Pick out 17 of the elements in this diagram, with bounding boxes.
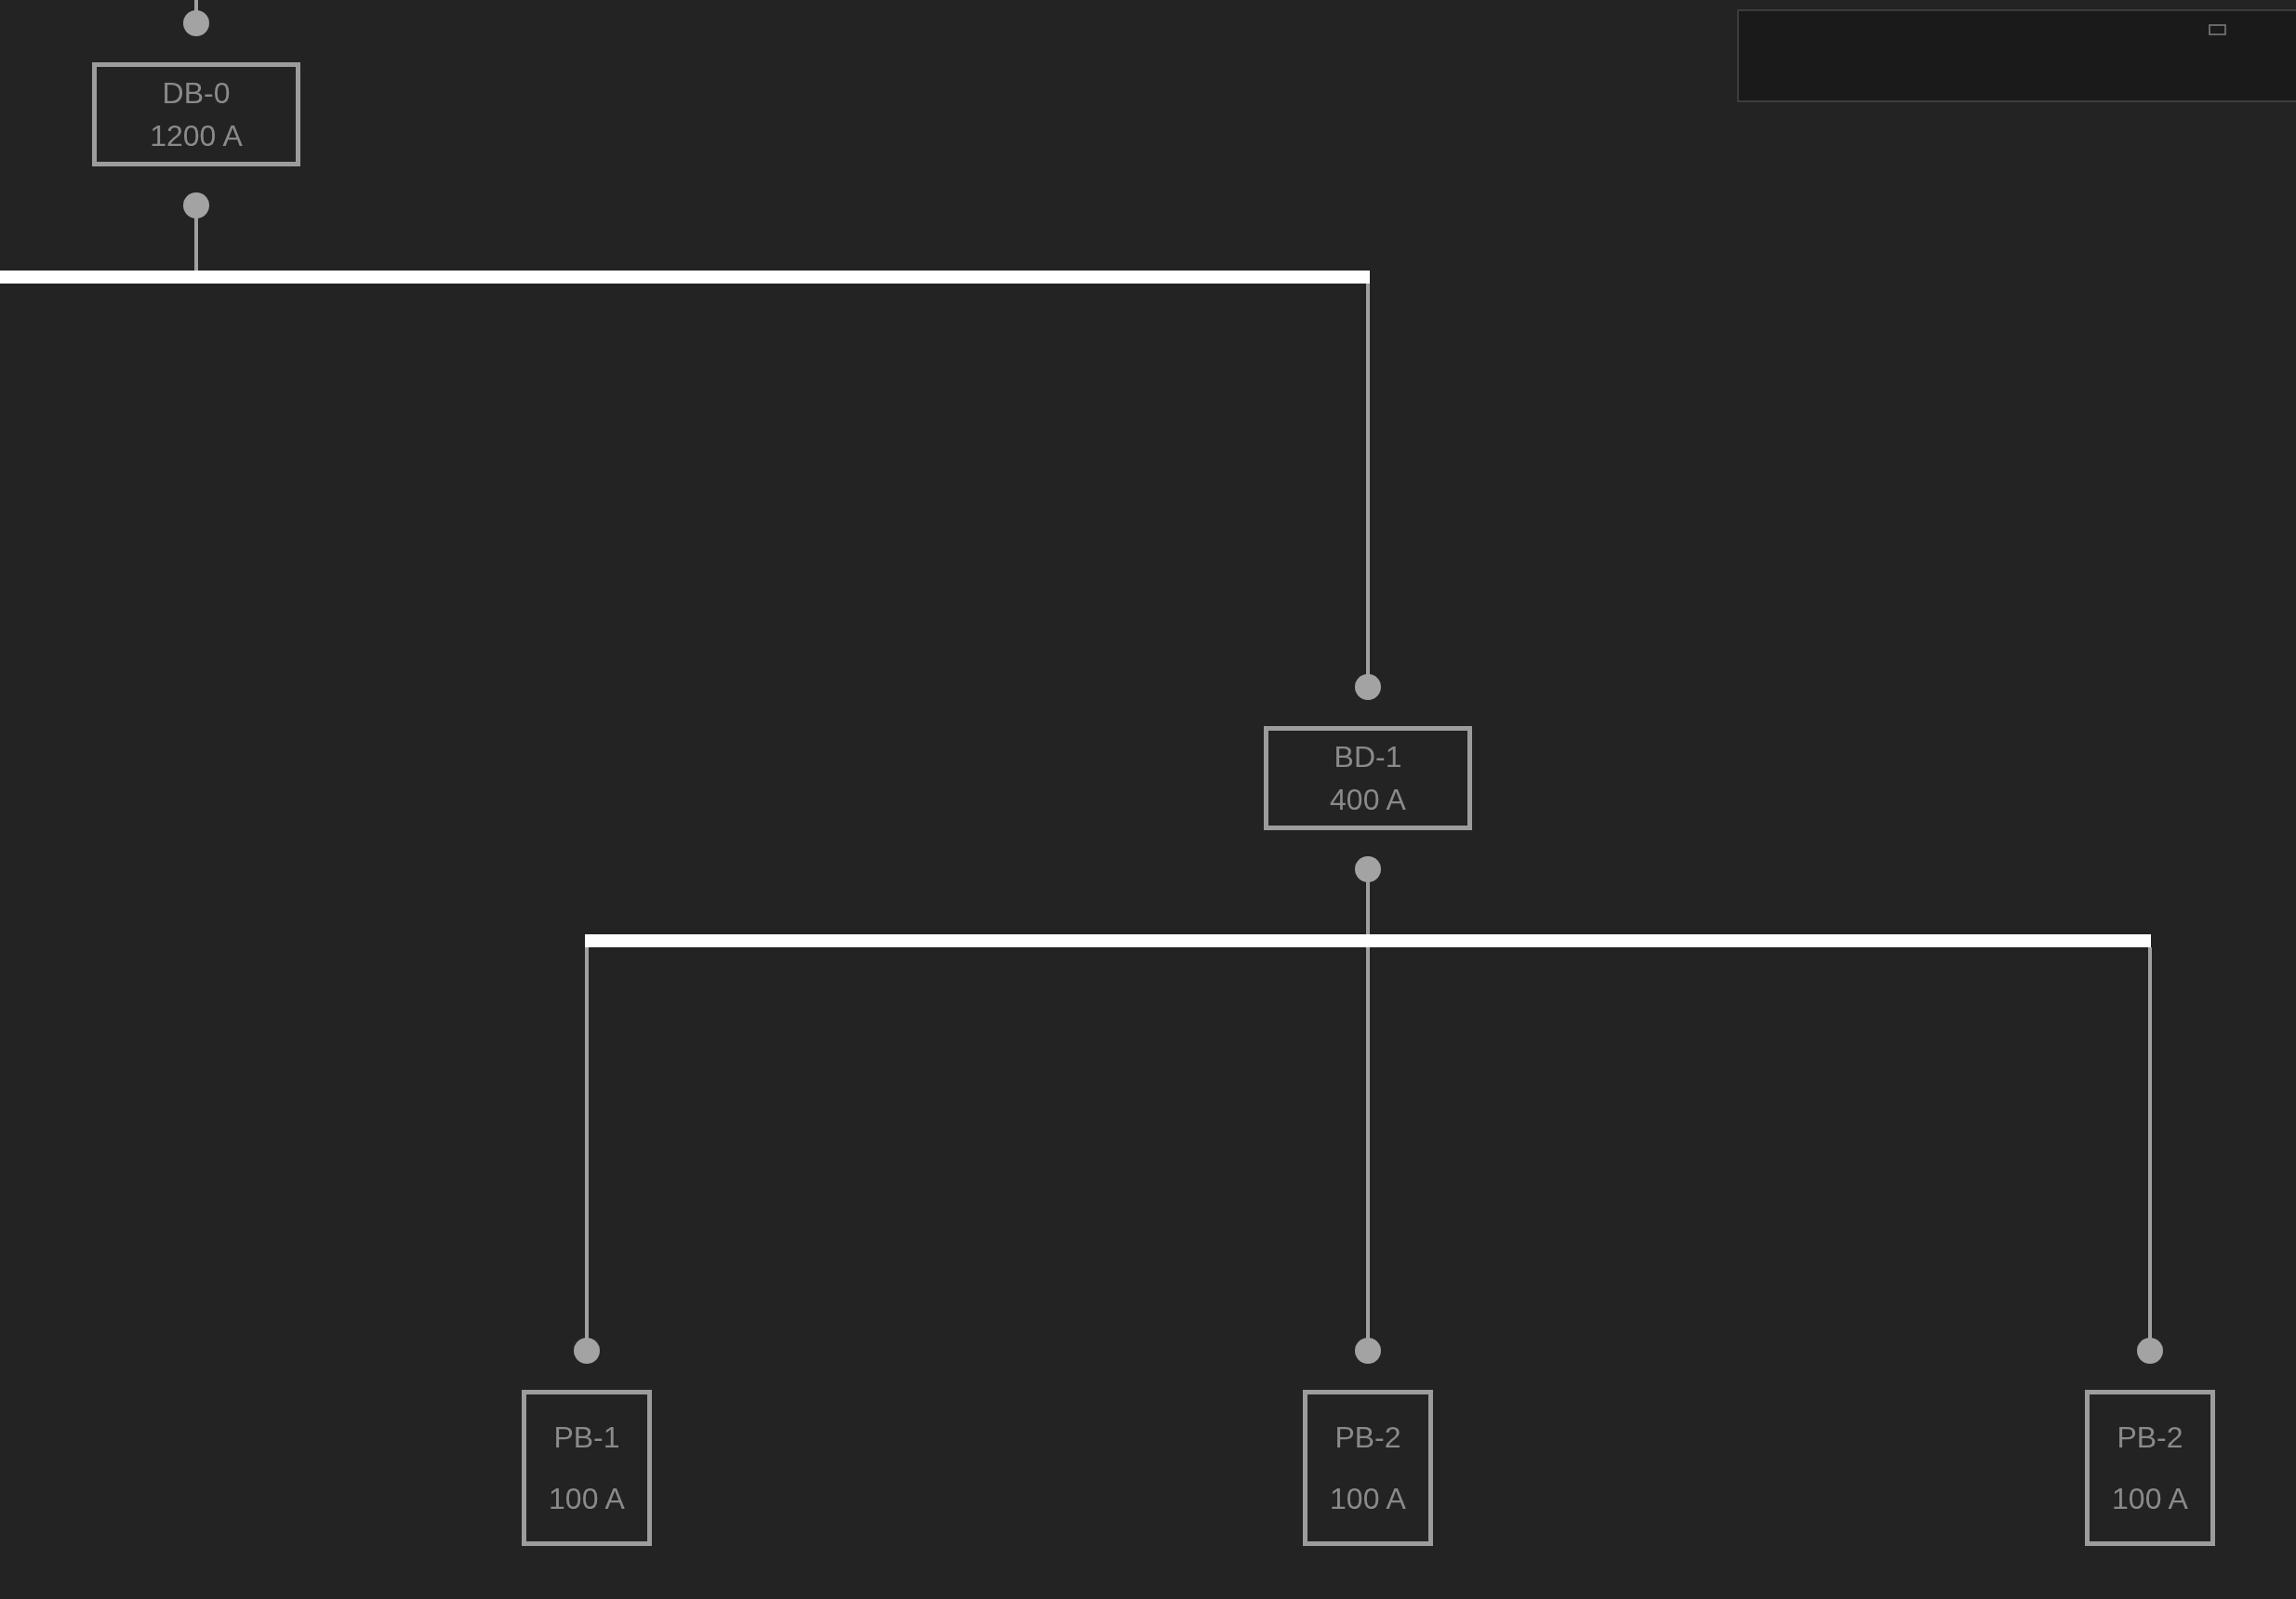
board-name-label: PB-1	[553, 1420, 620, 1456]
board-name-label: PB-2	[2117, 1420, 2183, 1456]
bus-bar	[585, 934, 2151, 947]
board-box	[92, 62, 300, 166]
current-rating-label: 100 A	[1330, 1480, 1406, 1516]
board-box	[522, 1390, 652, 1546]
current-rating-label: 100 A	[549, 1480, 625, 1516]
board-name-label: DB-0	[162, 74, 231, 111]
board-name-label: BD-1	[1334, 738, 1402, 774]
board-box	[1303, 1390, 1433, 1546]
board-box	[2085, 1390, 2215, 1546]
bus-bar	[0, 271, 1370, 284]
board-name-label: PB-2	[1334, 1420, 1401, 1456]
current-rating-label: 100 A	[2112, 1480, 2188, 1516]
board-box	[1264, 726, 1472, 830]
current-rating-label: 1200 A	[150, 118, 243, 154]
current-rating-label: 400 A	[1330, 782, 1406, 818]
